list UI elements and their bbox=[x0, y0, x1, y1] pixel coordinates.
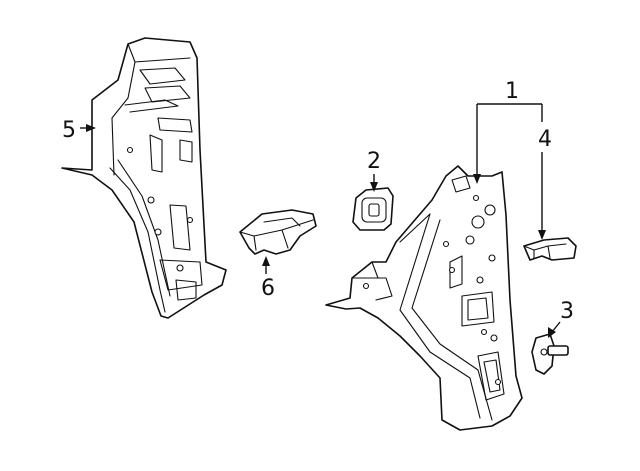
part-2-grommet bbox=[352, 187, 394, 231]
callout-1: 1 bbox=[505, 79, 519, 104]
leader-1 bbox=[476, 103, 543, 176]
callout-labels: 1 2 3 4 5 6 bbox=[62, 79, 574, 324]
callout-4: 4 bbox=[538, 127, 552, 152]
leader-lines bbox=[80, 103, 561, 338]
part-4-clip bbox=[523, 237, 577, 261]
part-3-stud bbox=[531, 333, 569, 375]
arrow-1 bbox=[473, 174, 481, 184]
part-1-lock-pillar bbox=[325, 165, 523, 431]
part-6-bracket bbox=[239, 209, 317, 255]
part-5-pillar-panel bbox=[61, 37, 227, 319]
arrow-3 bbox=[548, 327, 556, 338]
arrow-6 bbox=[262, 256, 270, 266]
arrow-5 bbox=[86, 124, 96, 132]
arrow-4 bbox=[538, 230, 546, 240]
callout-3: 3 bbox=[560, 299, 574, 324]
arrow-2 bbox=[370, 182, 378, 192]
callout-2: 2 bbox=[367, 149, 381, 174]
callout-6: 6 bbox=[261, 276, 275, 301]
callout-5: 5 bbox=[62, 118, 76, 143]
